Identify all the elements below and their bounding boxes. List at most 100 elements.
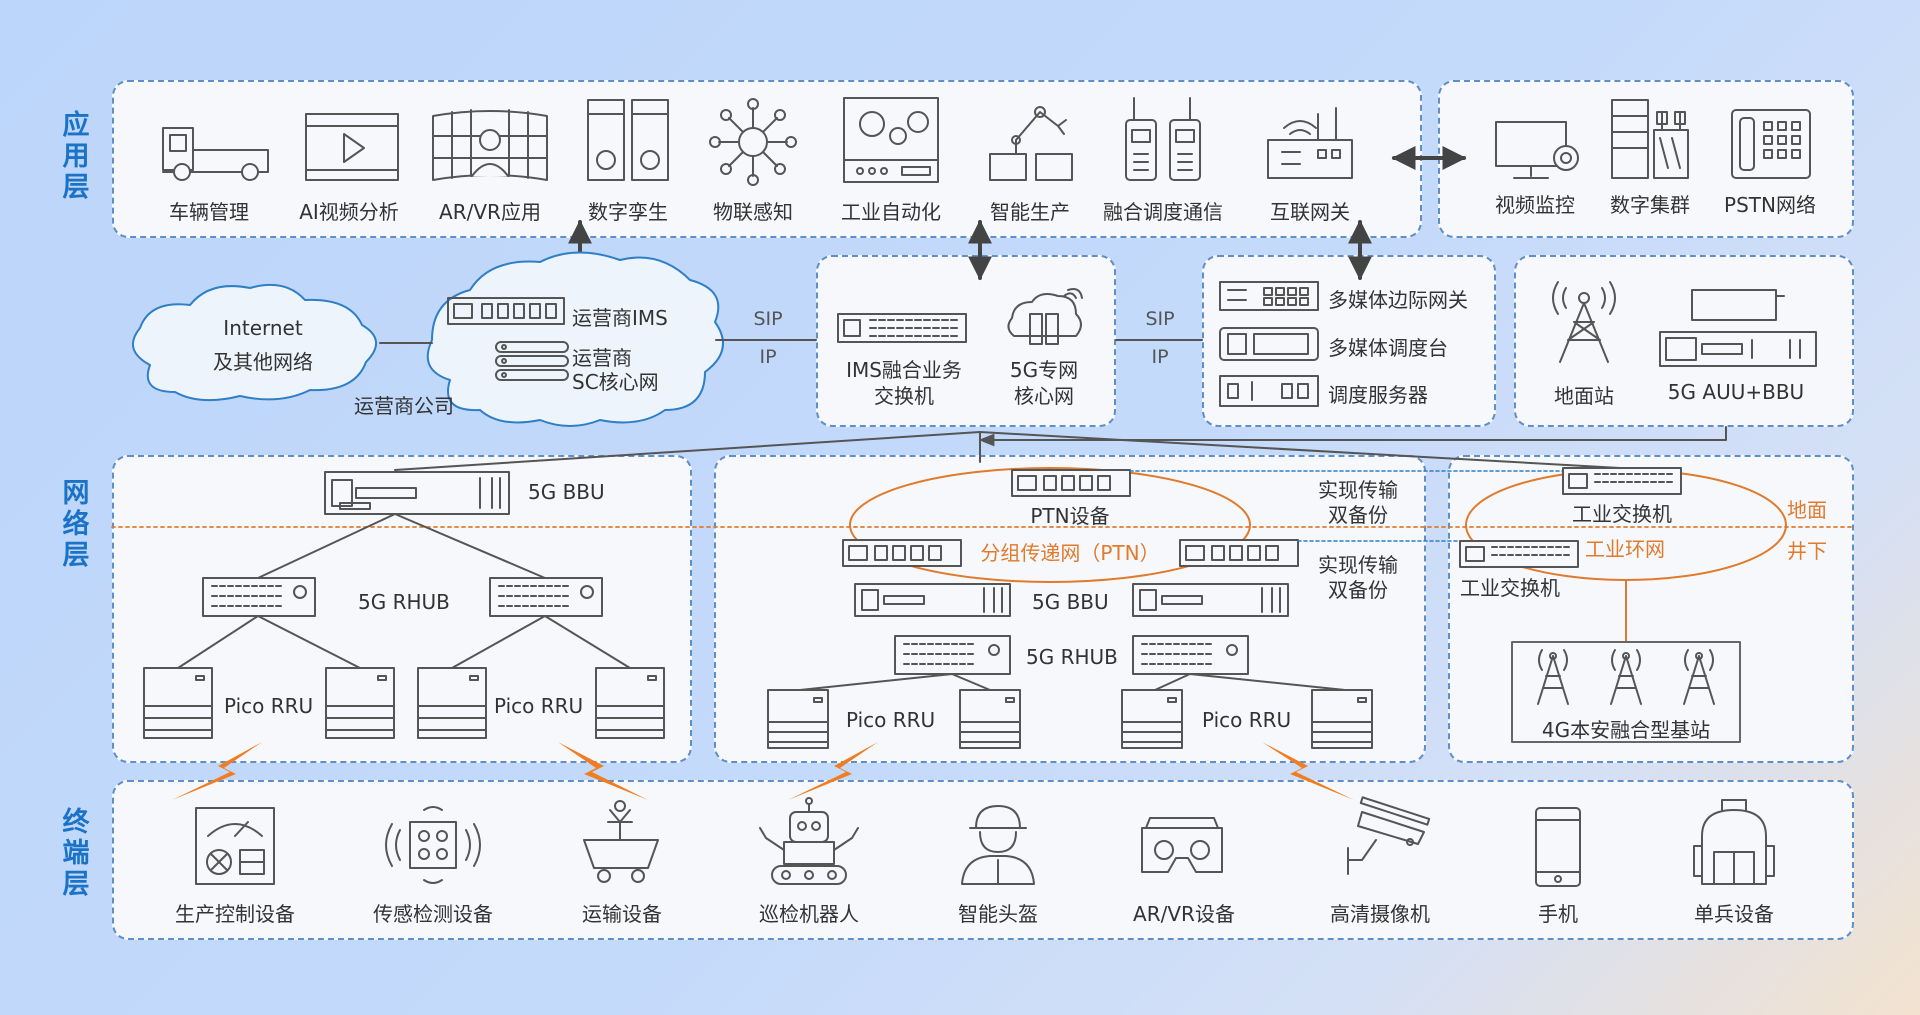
carrier-cloud — [426, 251, 724, 427]
private-core-label: 5G专网 — [1009, 358, 1079, 382]
signal-bolt-2 — [558, 742, 648, 800]
gears-panel-icon — [843, 97, 939, 183]
backup-label-2b: 双备份 — [1328, 578, 1388, 602]
dispatch-server-label: 调度服务器 — [1328, 383, 1428, 407]
terminal-label-robot: 巡检机器人 — [759, 902, 859, 926]
bbu-device-mid-2 — [1132, 583, 1289, 617]
mine-cart-icon — [583, 800, 659, 883]
pico-rru-left-4 — [595, 667, 665, 739]
rhub-label-mid: 5G RHUB — [1026, 645, 1118, 669]
vr-screen-icon — [432, 109, 548, 181]
terminal-label-control: 生产控制设备 — [175, 902, 295, 926]
industrial-switch-left — [1459, 540, 1579, 568]
rhub-device-left-1 — [202, 577, 316, 617]
ptn-ring-label: 分组传递网（PTN） — [980, 541, 1160, 565]
signal-bolt-4 — [1262, 742, 1354, 800]
dispatch-console-device — [1219, 327, 1319, 361]
multimedia-gateway-device — [1219, 281, 1319, 311]
cluster-radio-icon — [1611, 99, 1689, 179]
industrial-switch-top — [1562, 467, 1682, 495]
sensor-icon — [385, 806, 481, 884]
carrier-sc-label: 运营商 — [572, 346, 632, 370]
app-layer-panel — [112, 80, 1422, 238]
network-middle-panel — [714, 455, 1426, 763]
internet-label-2: 及其他网络 — [213, 350, 313, 374]
dispatch-server-device — [1219, 375, 1319, 407]
pico-rru-mid-4 — [1311, 689, 1373, 749]
phone-icon — [1535, 807, 1581, 887]
auu-bbu-label: 5G AUU+BBU — [1667, 380, 1805, 404]
ip-label-left: IP — [759, 346, 777, 368]
backup-label-1: 实现传输 — [1318, 478, 1398, 502]
pico-rru-left-1 — [143, 667, 213, 739]
app-label-digital-twin: 数字孪生 — [588, 200, 668, 224]
signal-bolt-3 — [788, 742, 878, 800]
internet-label: Internet — [223, 316, 303, 340]
pico-label-left-1: Pico RRU — [224, 694, 314, 718]
carrier-ims-device — [447, 297, 565, 325]
app-label-ai-video: AI视频分析 — [299, 200, 399, 224]
ext-label-digital-cluster: 数字集群 — [1610, 193, 1690, 217]
ext-label-pstn: PSTN网络 — [1724, 193, 1816, 217]
bbu-device-left — [324, 471, 510, 515]
vr-goggles-icon — [1141, 817, 1223, 873]
cctv-camera-icon — [1347, 796, 1431, 875]
private-core-label-2: 核心网 — [1014, 384, 1074, 408]
pico-label-mid-1: Pico RRU — [846, 708, 936, 732]
carrier-ims-label: 运营商IMS — [572, 306, 668, 330]
terminal-label-arvr: AR/VR设备 — [1133, 902, 1235, 926]
dispatch-console-label: 多媒体调度台 — [1328, 336, 1448, 360]
control-panel-icon — [195, 807, 275, 885]
terminal-label-phone: 手机 — [1538, 902, 1578, 926]
layer-title-application: 应用层 — [62, 110, 90, 203]
layer-title-terminal: 终端层 — [62, 807, 90, 900]
backup-label-2: 实现传输 — [1318, 553, 1398, 577]
app-label-vehicle: 车辆管理 — [169, 200, 249, 224]
ground-station-label: 地面站 — [1554, 384, 1614, 408]
inspection-robot-icon — [759, 797, 859, 885]
terminal-layer-panel — [112, 780, 1854, 940]
app-label-industrial-automation: 工业自动化 — [841, 200, 941, 224]
private-core-cloud-icon — [1007, 288, 1083, 345]
app-label-smart-production: 智能生产 — [990, 200, 1070, 224]
pico-rru-left-2 — [325, 667, 395, 739]
ptn-device-top — [1011, 469, 1131, 497]
backup-label-1b: 双备份 — [1328, 503, 1388, 527]
sip-label-right: SIP — [1145, 308, 1175, 330]
ims-switch-label: IMS融合业务 — [846, 358, 962, 382]
robot-arm-icon — [989, 106, 1073, 181]
underground-label: 井下 — [1787, 539, 1827, 563]
app-label-arvr: AR/VR应用 — [439, 200, 541, 224]
pico-rru-mid-3 — [1121, 689, 1183, 749]
auu-bbu-device — [1659, 289, 1817, 367]
industrial-switch-label-left: 工业交换机 — [1460, 576, 1560, 600]
rhub-device-left-2 — [489, 577, 603, 617]
terminal-label-transport: 运输设备 — [582, 902, 662, 926]
digital-twin-icon — [587, 99, 669, 181]
ip-label-right: IP — [1151, 346, 1169, 368]
ims-switch-device — [837, 313, 967, 343]
carrier-sc-stack — [495, 341, 569, 381]
pico-rru-left-3 — [417, 667, 487, 739]
truck-icon — [162, 127, 269, 181]
industrial-switch-label-top: 工业交换机 — [1572, 502, 1672, 526]
terminal-label-sensor: 传感检测设备 — [373, 902, 493, 926]
pico-label-mid-2: Pico RRU — [1202, 708, 1292, 732]
industrial-ring-label: 工业环网 — [1585, 537, 1665, 561]
app-label-gateway: 互联网关 — [1270, 200, 1350, 224]
video-play-icon — [305, 113, 399, 181]
rhub-device-mid-2 — [1132, 635, 1249, 675]
terminal-label-helmet: 智能头盔 — [958, 902, 1038, 926]
ptn-device-label: PTN设备 — [1030, 504, 1110, 528]
ground-station-tower-icon — [1552, 281, 1616, 363]
carrier-sc-label-2: SC核心网 — [572, 370, 659, 394]
terminal-label-camera: 高清摄像机 — [1330, 902, 1430, 926]
ground-label: 地面 — [1787, 498, 1827, 522]
carrier-company-label: 运营商公司 — [354, 394, 454, 418]
ptn-device-left — [842, 539, 962, 567]
ext-label-video-surveillance: 视频监控 — [1495, 193, 1575, 217]
desk-phone-icon — [1731, 109, 1811, 179]
base-station-antennas — [1537, 649, 1715, 705]
app-label-iot: 物联感知 — [713, 200, 793, 224]
ptn-device-right — [1179, 539, 1299, 567]
